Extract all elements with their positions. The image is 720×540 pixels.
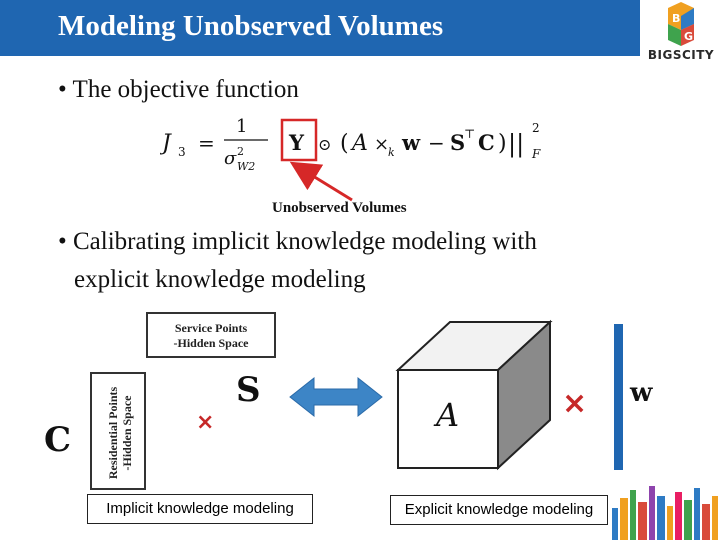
svg-text:B: B — [672, 12, 680, 25]
w-vector-bar — [614, 324, 623, 470]
eq-Y-highlight-box — [280, 118, 318, 162]
eq-w: w — [401, 130, 421, 155]
eq-C: C — [478, 130, 495, 155]
eq-S: S — [450, 130, 465, 155]
eq-J: J — [160, 131, 172, 156]
implicit-label: Implicit knowledge modeling — [87, 494, 313, 524]
service-points-line2: -Hidden Space — [173, 336, 249, 350]
title-bar: Modeling Unobserved Volumes — [0, 0, 640, 56]
eq-sigma-sub: W2 — [237, 160, 255, 173]
cross-large-icon: × — [562, 386, 588, 421]
unobserved-volumes-label: Unobserved Volumes — [272, 200, 407, 216]
slide-title: Modeling Unobserved Volumes — [58, 10, 444, 42]
w-symbol: w — [630, 378, 653, 408]
eq-numerator: 1 — [236, 116, 247, 137]
eq-norm-sub: F — [531, 147, 541, 161]
objective-equation: J 3 = 1 σ 2 W2 Y ⊙ ( A × k w − S ⊤ C ) |… — [160, 116, 541, 173]
bullet-calibrating-cont: explicit knowledge modeling — [74, 266, 366, 293]
eq-norm-sup: 2 — [532, 121, 540, 135]
A-symbol: A — [436, 396, 460, 434]
eq-A: A — [350, 131, 368, 156]
eq-Y: Y — [288, 130, 305, 155]
bullet-calibrating: • Calibrating implicit knowledge modelin… — [58, 228, 537, 255]
bigscity-logo: B G BIGSCITY — [644, 2, 718, 66]
explicit-label: Explicit knowledge modeling — [390, 495, 608, 525]
eq-transpose: ⊤ — [464, 127, 475, 141]
eq-equals: = — [198, 131, 215, 155]
C-symbol: C — [44, 420, 72, 460]
residential-line1: Residential Points — [106, 386, 120, 480]
logo-cube-icon: B G — [668, 2, 694, 46]
eq-odot: ⊙ — [318, 135, 331, 154]
S-symbol: S — [236, 370, 261, 410]
eq-open-paren: ( — [340, 131, 349, 156]
bullet-objective: • The objective function — [58, 76, 299, 103]
eq-sigma: σ — [224, 148, 237, 169]
eq-minus: − — [428, 131, 445, 155]
eq-k: k — [388, 146, 395, 159]
city-skyline-icon — [612, 486, 718, 540]
eq-times: × — [374, 134, 389, 155]
residential-line2: -Hidden Space — [120, 395, 134, 471]
service-points-box: Service Points -Hidden Space — [146, 312, 276, 358]
svg-text:G: G — [684, 30, 693, 43]
eq-norm: || — [508, 130, 524, 159]
cross-small-icon: × — [196, 410, 215, 435]
eq-close-paren: ) — [498, 131, 507, 156]
service-points-line1: Service Points — [174, 321, 248, 335]
residential-points-label: Residential Points -Hidden Space — [106, 387, 134, 479]
logo-text: BIGSCITY — [647, 48, 715, 62]
eq-sigma-sup: 2 — [237, 145, 244, 158]
eq-J-sub: 3 — [178, 145, 186, 159]
residential-points-box: Residential Points -Hidden Space — [90, 372, 146, 490]
